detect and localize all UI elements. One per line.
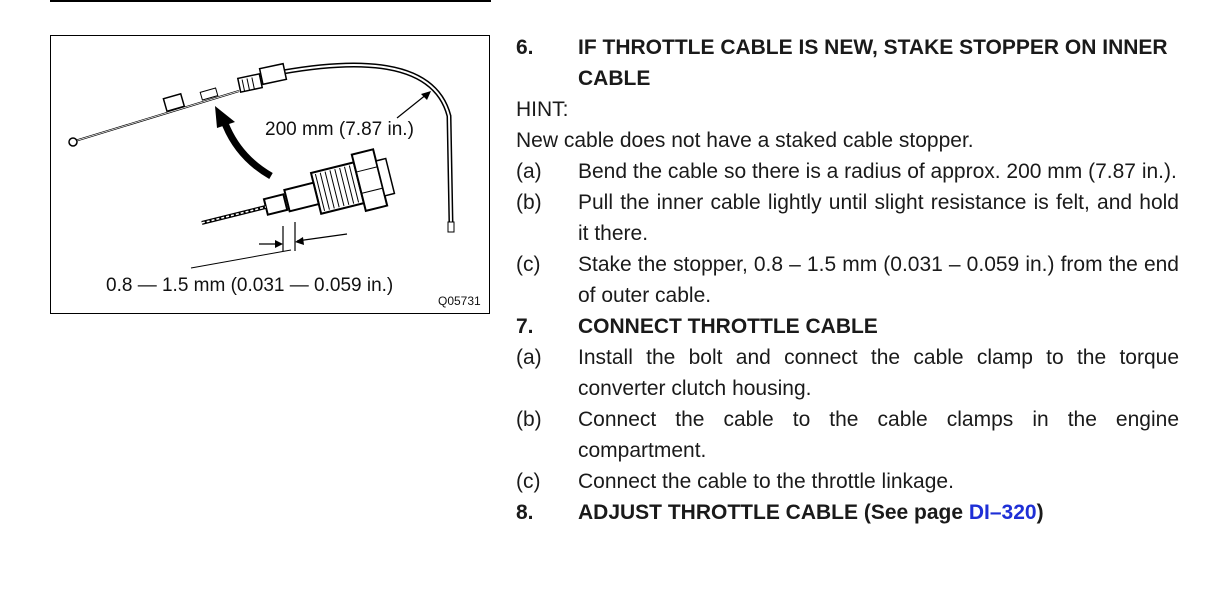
step-6-item-b: (b) Pull the inner cable lightly until s… <box>516 187 1179 249</box>
step-6-item-c: (c) Stake the stopper, 0.8 – 1.5 mm (0.0… <box>516 249 1179 311</box>
step-title: IF THROTTLE CABLE IS NEW, STAKE STOPPER … <box>578 36 1168 90</box>
hint-label: HINT: <box>516 98 569 121</box>
step-6-heading: 6. IF THROTTLE CABLE IS NEW, STAKE STOPP… <box>516 32 1179 94</box>
step-title-suffix: ) <box>1036 501 1044 524</box>
hint-text: New cable does not have a staked cable s… <box>516 129 974 152</box>
detail-arrow <box>219 116 273 180</box>
step-title: ADJUST THROTTLE CABLE (See page DI–320) <box>578 497 1179 528</box>
step-number: 8. <box>516 501 534 524</box>
step-7-heading: 7. CONNECT THROTTLE CABLE <box>516 311 1179 342</box>
step-6-item-a: (a) Bend the cable so there is a radius … <box>516 156 1179 187</box>
throttle-cable-figure: 200 mm (7.87 in.) 0.8 — 1.5 mm (0.031 — … <box>50 35 490 314</box>
stopper-detail <box>201 148 396 225</box>
item-text: Install the bolt and connect the cable c… <box>578 346 1179 400</box>
radius-label: 200 mm (7.87 in.) <box>265 119 414 140</box>
item-label: (b) <box>516 191 542 214</box>
stopper-gap-label: 0.8 — 1.5 mm (0.031 — 0.059 in.) <box>106 275 394 296</box>
item-text: Connect the cable to the throttle linkag… <box>578 470 954 493</box>
item-label: (b) <box>516 408 542 431</box>
step-7-item-c: (c) Connect the cable to the throttle li… <box>516 466 1179 497</box>
item-text: Pull the inner cable lightly until sligh… <box>578 191 1179 245</box>
figure-code: Q05731 <box>438 294 481 308</box>
adjuster-fitting <box>258 62 288 86</box>
item-label: (c) <box>516 470 541 493</box>
cable-stopper <box>162 92 186 113</box>
item-label: (c) <box>516 253 541 276</box>
cable-end-eye <box>68 137 78 147</box>
page-reference-link[interactable]: DI–320 <box>968 501 1037 524</box>
top-rule <box>50 0 491 2</box>
step-8-heading: 8. ADJUST THROTTLE CABLE (See page DI–32… <box>516 497 1179 528</box>
step-number: 7. <box>516 315 534 338</box>
step-title-prefix: ADJUST THROTTLE CABLE (See page <box>578 501 969 524</box>
item-text: Bend the cable so there is a radius of a… <box>578 160 1177 183</box>
item-label: (a) <box>516 160 542 183</box>
item-label: (a) <box>516 346 542 369</box>
item-text: Stake the stopper, 0.8 – 1.5 mm (0.031 –… <box>578 253 1179 307</box>
step-7-item-a: (a) Install the bolt and connect the cab… <box>516 342 1179 404</box>
step-title: CONNECT THROTTLE CABLE <box>578 315 878 338</box>
procedure-text: 6. IF THROTTLE CABLE IS NEW, STAKE STOPP… <box>516 32 1179 528</box>
item-text: Connect the cable to the cable clamps in… <box>578 408 1179 462</box>
throttle-cable-illustration <box>68 62 455 269</box>
step-7-item-b: (b) Connect the cable to the cable clamp… <box>516 404 1179 466</box>
step-number: 6. <box>516 36 534 59</box>
